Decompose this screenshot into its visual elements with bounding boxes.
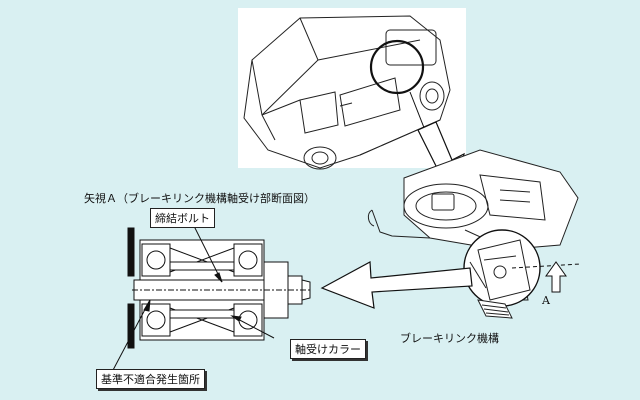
dashboard-illustration [367,149,579,301]
collar-callout: 軸受けカラー [290,339,366,359]
view-a-arrow [545,261,567,293]
car-illustration [243,15,451,170]
brake-mechanism-label: ブレーキリンク機構 [400,332,499,345]
view-direction-dashed-line [511,263,581,269]
detail-highlight-circle [369,39,425,95]
brake-mechanism-drawing [469,239,531,301]
view-arrow [320,261,473,309]
defect-location-callout: 基準不適合発生箇所 [96,369,205,389]
cross-section-drawing [111,217,312,373]
mechanism-highlight-circle [463,229,541,307]
brake-pedal [477,299,513,319]
view-a-label: A [542,294,550,307]
bolt-callout: 締結ボルト [150,208,215,228]
view-a-title: 矢視Ａ（ブレーキリンク機構軸受け部断面図） [84,192,315,205]
